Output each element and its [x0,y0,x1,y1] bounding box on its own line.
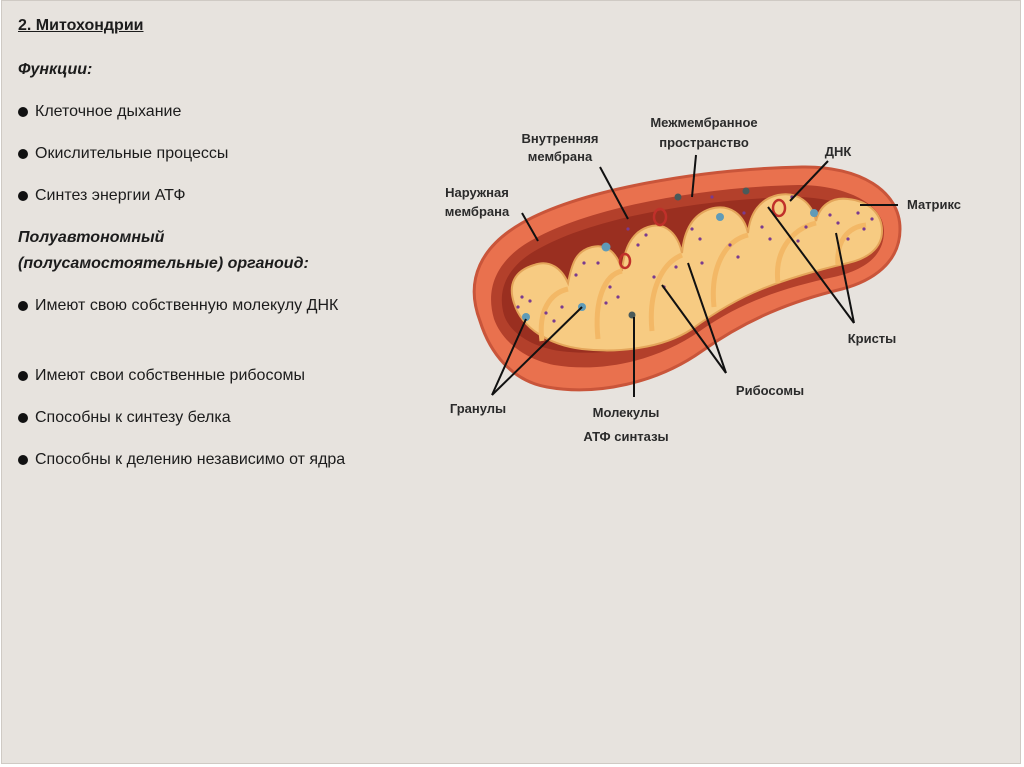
granule [810,209,818,217]
semi-autonomous-heading-cont: (полусамостоятельные) органоид: [18,255,309,272]
ribosome-dot [796,239,800,243]
mitochondrion-diagram: Внутренняя мембрана Межмембранное простр… [445,115,961,444]
crista-shape [648,252,684,332]
ribosome-dot [828,213,832,217]
leader-line [687,262,727,374]
granule [716,213,724,221]
ribosome-dot [736,255,740,259]
ribosome-dot [644,233,648,237]
ribosome-dot [690,227,694,231]
ribosome-dot [608,285,612,289]
crista-shape [538,286,569,342]
crista-shape [774,220,817,284]
leader-line [691,154,697,198]
ribosome-dot [516,305,520,309]
label-inner-membrane-cont: мембрана [528,149,593,164]
ribosome-dot [582,261,586,265]
ribosome-dot [528,299,532,303]
property-text: Способны к синтезу белка [35,409,231,426]
leader-line [521,212,539,242]
granule [601,242,611,252]
bullet-icon [18,107,28,117]
matrix-shape [510,193,884,352]
property-text: Имеют свою собственную молекулу ДНК [35,297,339,314]
label-granules: Гранулы [450,401,506,416]
dna-ring [652,207,668,227]
function-text: Клеточное дыхание [35,103,182,120]
granule [674,193,682,201]
ribosome-dot [728,243,732,247]
leader-line [789,160,829,202]
label-atp-synthase-cont: АТФ синтазы [583,429,668,444]
ribosome-dot [698,237,702,241]
leader-line [835,232,855,324]
ribosome-dot [616,295,620,299]
ribosome-dot [768,237,772,241]
leader-line [661,284,727,374]
leader-line [767,206,855,324]
function-text: Окислительные процессы [35,145,229,162]
label-inner-membrane: Внутренняя [521,131,598,146]
ribosome-dot [604,301,608,305]
function-text: Синтез энергии АТФ [35,187,186,204]
label-ribosomes: Рибосомы [736,383,804,398]
ribosome-dot [710,195,714,199]
ribosome-dot [626,227,630,231]
ribosome-dot [560,305,564,309]
ribosome-dot [544,311,548,315]
bullet-icon [18,455,28,465]
leader-line [599,166,629,220]
ribosome-dot [760,225,764,229]
slide-title: 2. Митохондрии [18,17,144,34]
property-text: Способны к делению независимо от ядра [35,451,346,468]
ribosome-dot [520,295,524,299]
label-cristae: Кристы [848,331,897,346]
label-matrix: Матрикс [907,197,961,212]
granule [522,313,530,321]
ribosome-dot [552,319,556,323]
crista-shape [710,232,749,308]
ribosome-dot [652,275,656,279]
ribosome-dot [804,225,808,229]
ribosome-dot [862,227,866,231]
leader-line [491,318,527,396]
bullet-icon [18,301,28,311]
label-intermembrane-cont: пространство [659,135,749,150]
leader-lines [491,154,898,397]
dna-ring [618,252,632,270]
label-intermembrane: Межмембранное [650,115,757,130]
ribosome-dot [870,217,874,221]
bullet-icon [18,371,28,381]
bullet-icon [18,149,28,159]
crista-shape [835,222,867,266]
semi-autonomous-heading: Полуавтономный [18,229,165,246]
ribosome-dot [636,243,640,247]
ribosomes [516,195,874,323]
ribosome-dot [596,261,600,265]
ribosome-dot [742,211,746,215]
ribosome-dot [846,237,850,241]
granule [628,311,636,319]
bullet-icon [18,191,28,201]
ribosome-dot [674,265,678,269]
bullet-icon [18,413,28,423]
ribosome-dot [700,261,704,265]
ribosome-dot [836,221,840,225]
functions-heading: Функции: [18,61,93,78]
ribosome-dot [856,211,860,215]
label-outer-membrane-cont: мембрана [445,204,510,219]
property-text: Имеют свои собственные рибосомы [35,367,306,384]
granule [742,187,750,195]
dna-ring [771,198,787,218]
leader-line [491,306,583,396]
label-outer-membrane: Наружная [445,185,509,200]
crista-shape [594,268,623,340]
label-atp-synthase: Молекулы [593,405,660,420]
label-dna: ДНК [825,144,852,159]
ribosome-dot [574,273,578,277]
